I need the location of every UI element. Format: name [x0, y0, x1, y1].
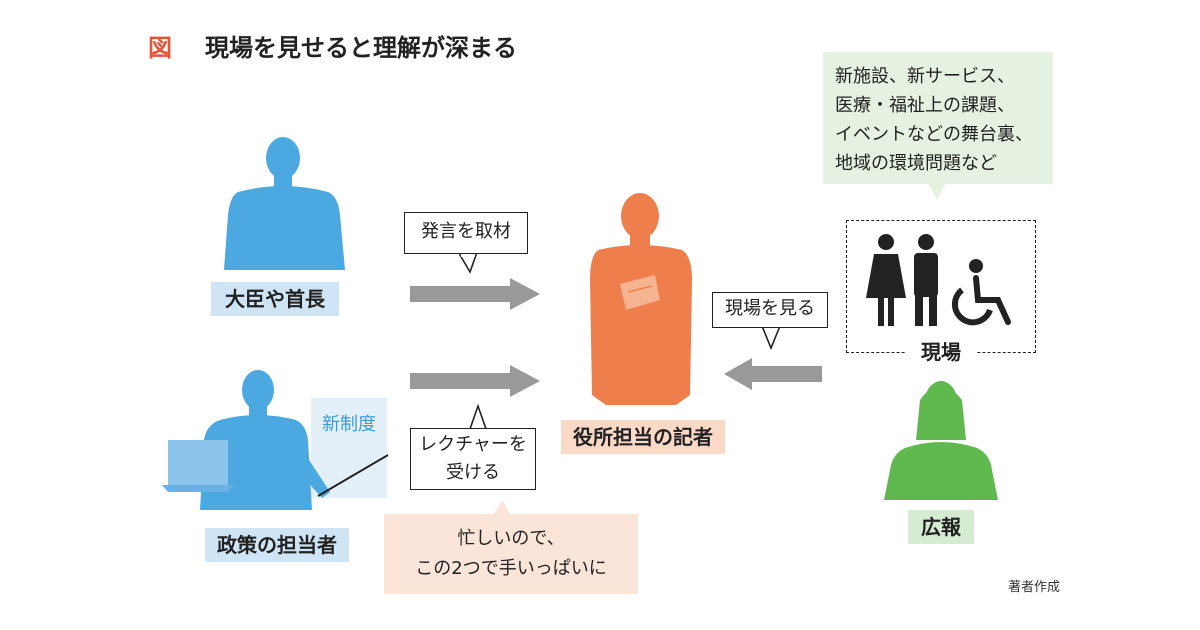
man-icon [914, 234, 938, 326]
credit: 著者作成 [1008, 580, 1061, 595]
pointer-stick-icon [317, 454, 389, 497]
busy-note-line: この2つで手いっぱいに [415, 558, 607, 579]
new-system-panel [311, 398, 387, 498]
caption-pointer [928, 183, 946, 200]
lecture-bubble-line: レクチャーを [419, 434, 527, 455]
reporter-figure-icon [590, 193, 692, 405]
reporter-label: 役所担当の記者 [561, 420, 725, 454]
lecture-bubble-line: 受ける [446, 462, 500, 483]
interview-bubble: 発言を取材 [404, 212, 528, 254]
lecture-bubble: レクチャーを 受ける [410, 428, 536, 490]
site-examples-line: 医療・福祉上の課題、 [835, 95, 1015, 116]
interview-bubble-tail [458, 251, 478, 274]
arrow-site-to-reporter [724, 358, 822, 390]
busy-note-box: 忙しいので、 この2つで手いっぱいに [384, 514, 638, 594]
see-site-bubble: 現場を見る [712, 292, 828, 328]
policy-officer-label: 政策の担当者 [205, 528, 349, 562]
interview-bubble-text: 発言を取材 [421, 221, 511, 242]
see-site-bubble-text: 現場を見る [725, 298, 815, 319]
pr-label: 広報 [908, 510, 974, 544]
minister-label: 大臣や首長 [211, 282, 339, 316]
minister-figure-icon [224, 137, 345, 270]
site-examples-box: 新施設、新サービス、 医療・福祉上の課題、 イベントなどの舞台裏、 地域の環境問… [823, 52, 1053, 184]
new-system-label: 新制度 [322, 414, 376, 435]
busy-box-pointer [494, 500, 510, 514]
site-label: 現場 [906, 338, 976, 366]
woman-icon [866, 234, 906, 326]
wheelchair-icon [951, 259, 1011, 326]
notebook-icon [620, 275, 660, 310]
laptop-icon [162, 440, 234, 492]
site-examples-line: イベントなどの舞台裏、 [835, 124, 1033, 145]
site-examples-line: 地域の環境問題など [835, 153, 997, 174]
figure-mark: 図 [148, 34, 172, 62]
arrow-officer-to-reporter [410, 365, 540, 397]
site-examples-line: 新施設、新サービス、 [835, 66, 1015, 87]
arrow-minister-to-reporter [410, 278, 540, 310]
busy-note-line: 忙しいので、 [457, 528, 565, 549]
page-title: 現場を見せると理解が深まる [205, 34, 517, 62]
pr-figure-icon [884, 381, 998, 500]
